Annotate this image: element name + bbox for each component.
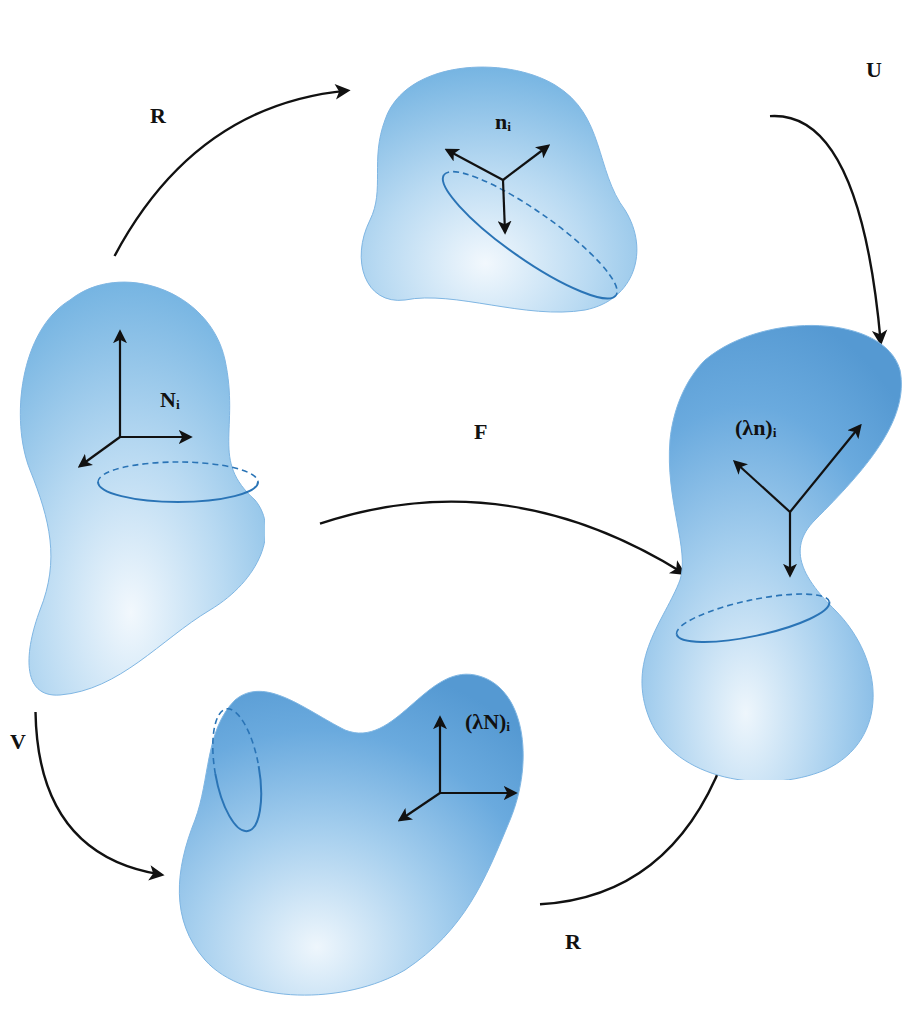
deformed-body: (λn)ᵢ: [635, 320, 905, 780]
mapping-arrow: [36, 712, 162, 875]
basis-label: (λN)ᵢ: [465, 710, 510, 734]
tensor-label: R: [150, 104, 166, 128]
mapping-arrow: [320, 502, 683, 573]
deformed-body: nᵢ: [355, 60, 640, 315]
mapping-arrow: [115, 91, 347, 256]
tensor-label: F: [474, 420, 487, 444]
tensor-label: R: [565, 930, 581, 954]
mapping-arrow: [770, 116, 881, 342]
tensor-label: U: [866, 58, 882, 82]
body-outline: [355, 60, 640, 315]
basis-label: Nᵢ: [160, 388, 180, 412]
body-outline: [635, 320, 905, 780]
deformed-body: Nᵢ: [10, 270, 265, 700]
deformed-body: (λN)ᵢ: [175, 670, 560, 1000]
tensor-label: V: [10, 730, 26, 754]
basis-label: (λn)ᵢ: [735, 416, 777, 440]
body-outline: [10, 270, 265, 700]
basis-label: nᵢ: [495, 110, 511, 134]
